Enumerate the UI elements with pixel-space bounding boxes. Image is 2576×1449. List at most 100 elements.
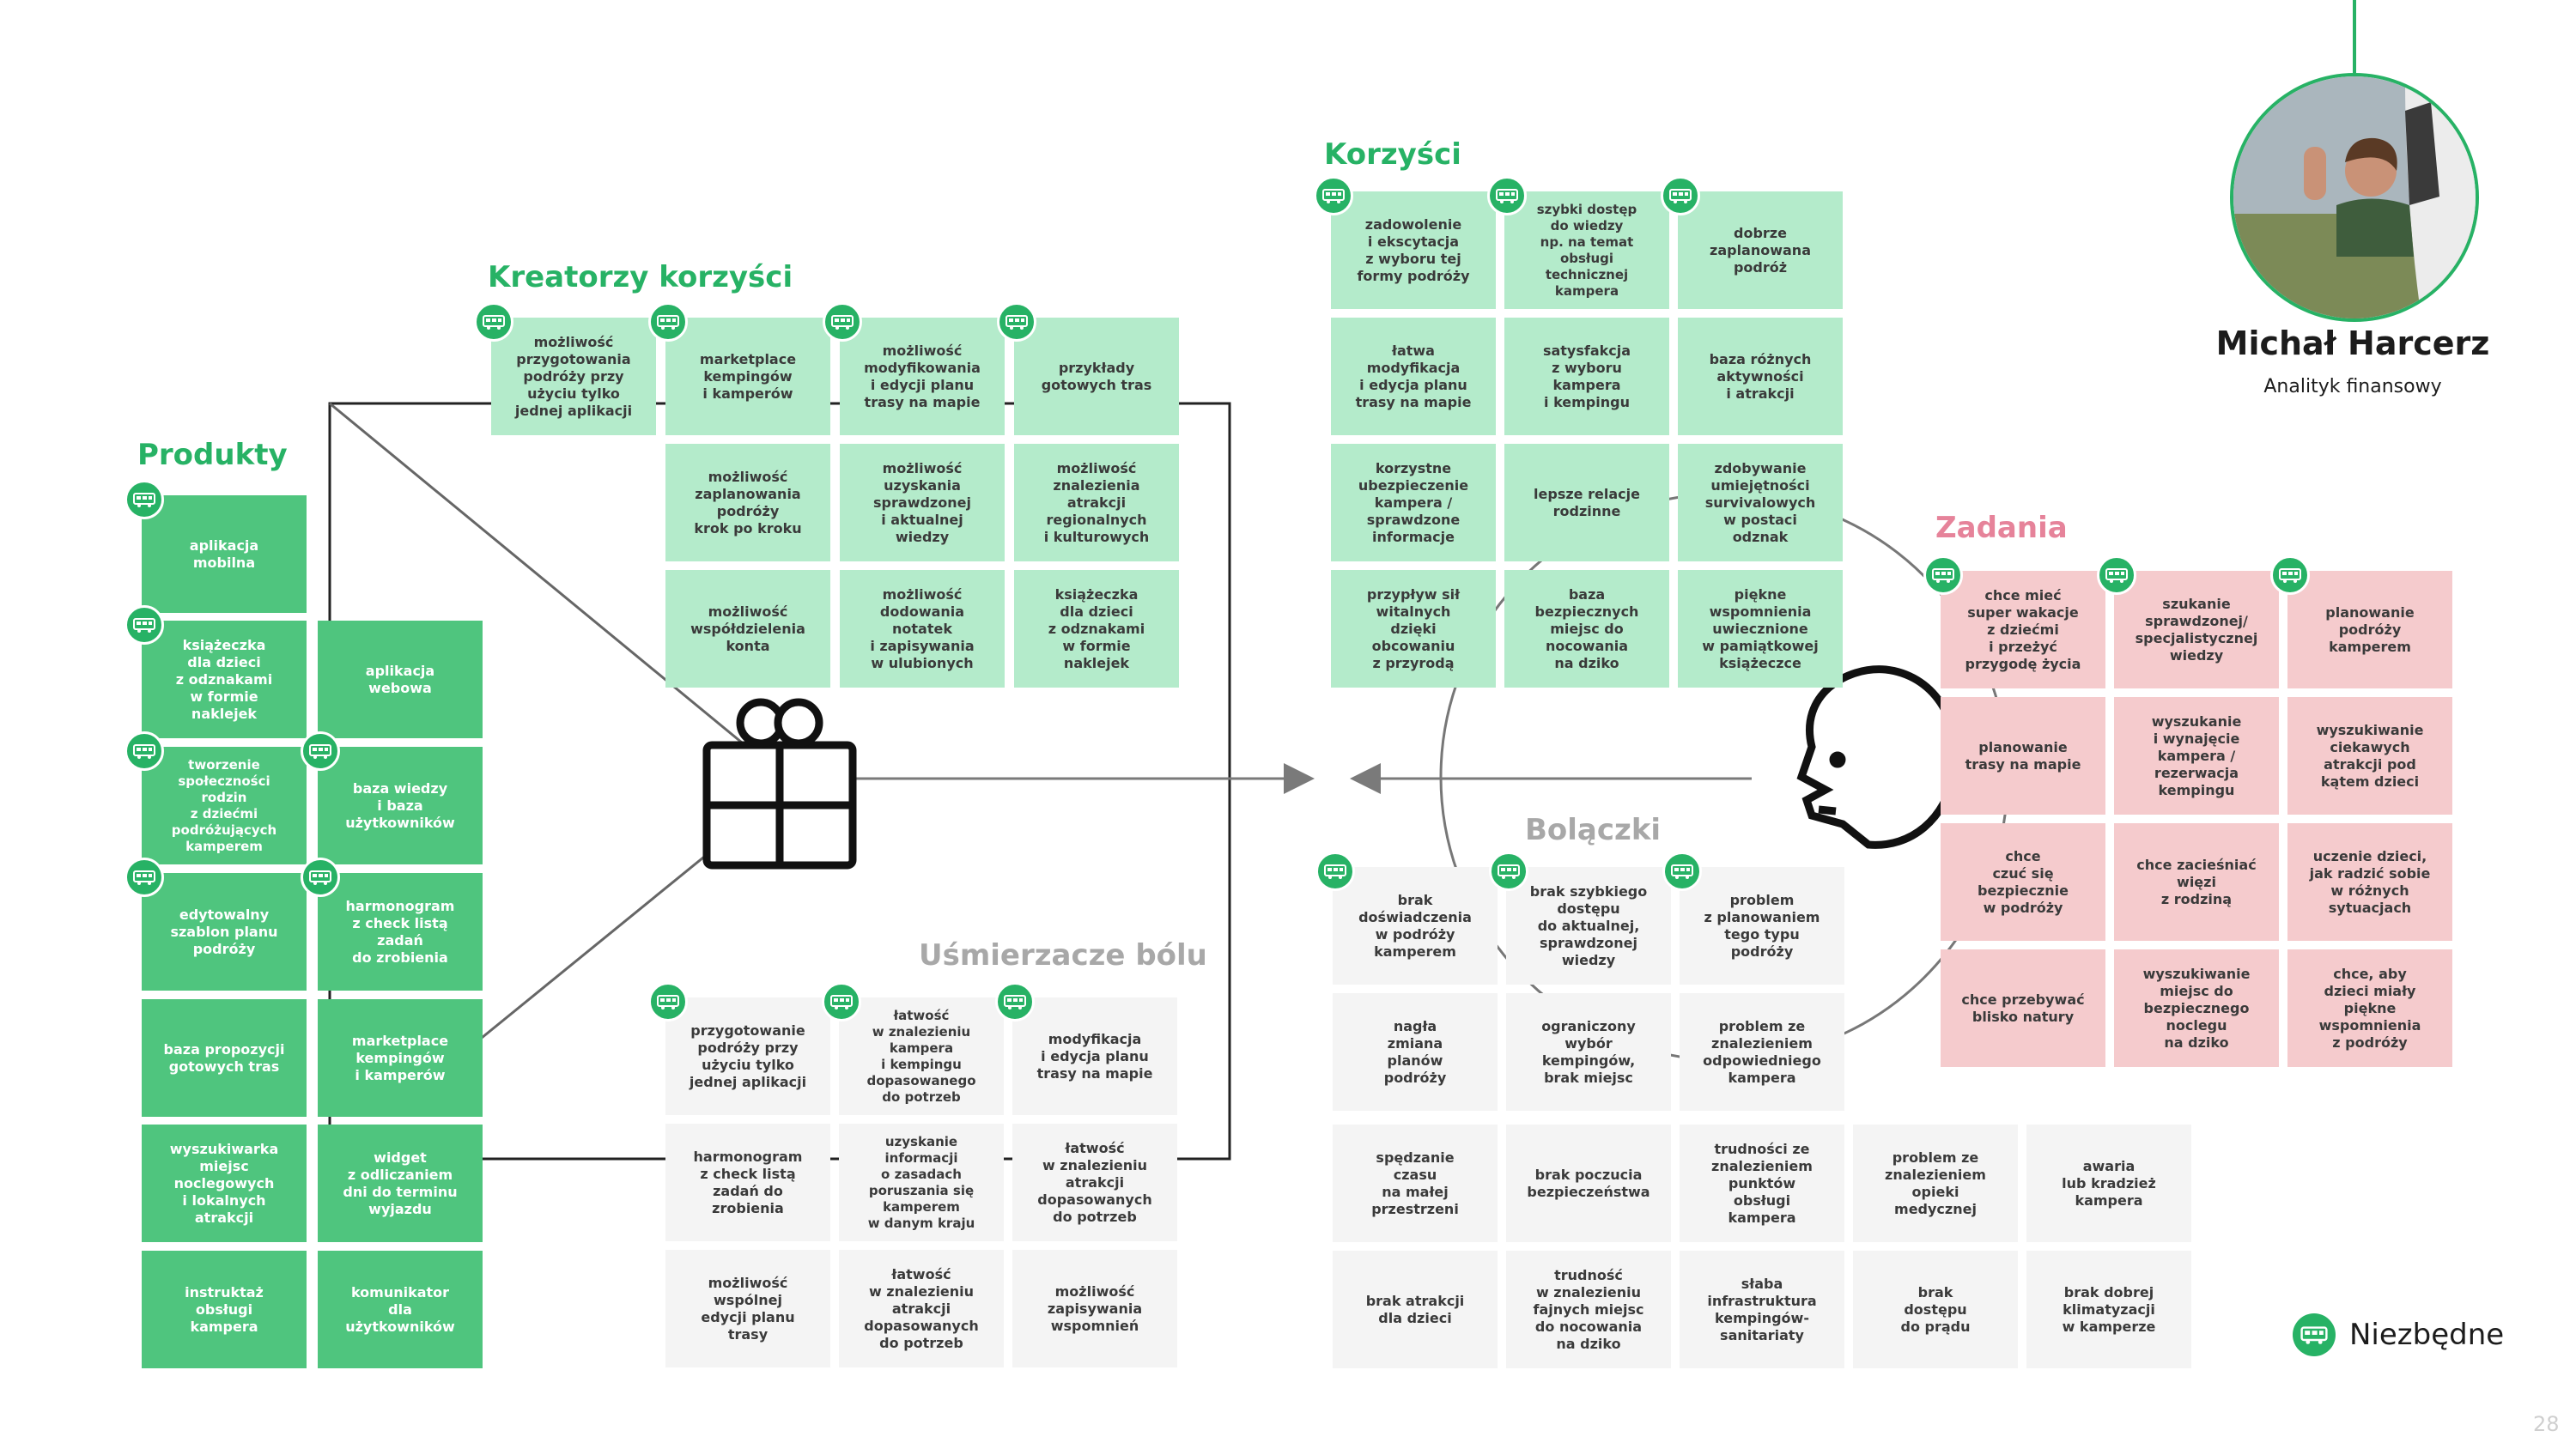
- usmierzacze-card: możliwość zapisywania wspomnień: [1012, 1250, 1177, 1367]
- korzysci-card: zdobywanie umiejętności survivalowych w …: [1678, 444, 1843, 561]
- korzysci-card: łatwa modyfikacja i edycja planu trasy n…: [1331, 318, 1496, 435]
- camper-van-icon: [474, 302, 513, 342]
- produkty-card: baza wiedzy i baza użytkowników: [318, 747, 483, 864]
- bolaczki-card: brak doświadczenia w podróży kamperem: [1333, 867, 1498, 985]
- camper-van-icon: [823, 302, 862, 342]
- produkty-card: widget z odliczaniem dni do terminu wyja…: [318, 1125, 483, 1242]
- kreatorzy-card: możliwość modyfikowania i edycji planu t…: [840, 318, 1005, 435]
- camper-van-icon: [997, 302, 1036, 342]
- usmierzacze-card: łatwość w znalezieniu atrakcji dopasowan…: [839, 1250, 1004, 1367]
- bolaczki-card: brak atrakcji dla dzieci: [1333, 1251, 1498, 1368]
- bolaczki-card: spędzanie czasu na małej przestrzeni: [1333, 1125, 1498, 1242]
- camper-van-icon: [822, 982, 861, 1022]
- face-icon: [1796, 665, 1959, 849]
- bolaczki-card: problem ze znalezieniem odpowiedniego ka…: [1680, 993, 1844, 1111]
- camper-van-icon: [2097, 555, 2136, 595]
- camper-van-icon: [1923, 555, 1963, 595]
- kreatorzy-card: możliwość przygotowania podróży przy uży…: [491, 318, 656, 435]
- kreatorzy-card: możliwość znalezienia atrakcji regionaln…: [1014, 444, 1179, 561]
- korzysci-card: dobrze zaplanowana podróż: [1678, 191, 1843, 309]
- usmierzacze-card: przygotowanie podróży przy użyciu tylko …: [665, 997, 830, 1115]
- bolaczki-card: brak szybkiego dostępu do aktualnej, spr…: [1506, 867, 1671, 985]
- usmierzacze-card: możliwość wspólnej edycji planu trasy: [665, 1250, 830, 1367]
- camper-van-icon: [995, 982, 1035, 1022]
- bolaczki-card: problem ze znalezieniem opieki medycznej: [1853, 1125, 2018, 1242]
- korzysci-card: korzystne ubezpieczenie kampera / sprawd…: [1331, 444, 1496, 561]
- camper-van-icon: [301, 858, 340, 897]
- camper-van-icon: [301, 731, 340, 771]
- zadania-card: wyszukanie i wynajęcie kampera / rezerwa…: [2114, 697, 2279, 815]
- bolaczki-card: brak poczucia bezpieczeństwa: [1506, 1125, 1671, 1242]
- kreatorzy-card: przykłady gotowych tras: [1014, 318, 1179, 435]
- camper-van-icon: [1487, 176, 1527, 215]
- avatar-photo-icon: [2233, 76, 2476, 318]
- kreatorzy-card: możliwość zaplanowania podróży krok po k…: [665, 444, 830, 561]
- usmierzacze-card: modyfikacja i edycja planu trasy na mapi…: [1012, 997, 1177, 1115]
- title-korzysci: Korzyści: [1324, 137, 1461, 172]
- title-zadania: Zadania: [1935, 511, 2068, 545]
- title-produkty: Produkty: [137, 438, 288, 472]
- produkty-card: marketplace kempingów i kamperów: [318, 999, 483, 1117]
- camper-van-icon: [2270, 555, 2310, 595]
- produkty-card: instruktaż obsługi kampera: [142, 1251, 307, 1368]
- zadania-card: chce przebywać blisko natury: [1941, 949, 2105, 1067]
- zadania-card: chce, aby dzieci miały piękne wspomnieni…: [2287, 949, 2452, 1067]
- usmierzacze-card: łatwość w znalezieniu kampera i kempingu…: [839, 997, 1004, 1115]
- zadania-card: wyszukiwanie ciekawych atrakcji pod kąte…: [2287, 697, 2452, 815]
- bolaczki-card: ograniczony wybór kempingów, brak miejsc: [1506, 993, 1671, 1111]
- bolaczki-card: słaba infrastruktura kempingów- sanitari…: [1680, 1251, 1844, 1368]
- korzysci-card: przypływ sił witalnych dzięki obcowaniu …: [1331, 570, 1496, 688]
- korzysci-card: lepsze relacje rodzinne: [1504, 444, 1669, 561]
- camper-van-icon: [648, 982, 688, 1022]
- gift-icon: [702, 698, 857, 870]
- produkty-card: wyszukiwarka miejsc noclegowych i lokaln…: [142, 1125, 307, 1242]
- camper-van-icon: [1489, 852, 1528, 891]
- korzysci-card: zadowolenie i ekscytacja z wyboru tej fo…: [1331, 191, 1496, 309]
- zadania-card: planowanie trasy na mapie: [1941, 697, 2105, 815]
- bolaczki-card: problem z planowaniem tego typu podróży: [1680, 867, 1844, 985]
- korzysci-card: baza bezpiecznych miejsc do nocowania na…: [1504, 570, 1669, 688]
- bolaczki-card: brak dostępu do prądu: [1853, 1251, 2018, 1368]
- camper-van-icon: [125, 605, 164, 645]
- legend-label: Niezbędne: [2349, 1318, 2505, 1352]
- usmierzacze-card: łatwość w znalezieniu atrakcji dopasowan…: [1012, 1124, 1177, 1241]
- produkty-card: komunikator dla użytkowników: [318, 1251, 483, 1368]
- bolaczki-card: trudności ze znalezieniem punktów obsług…: [1680, 1125, 1844, 1242]
- camper-van-icon: [125, 858, 164, 897]
- camper-van-icon: [2293, 1313, 2336, 1356]
- title-usmierzacze: Uśmierzacze bólu: [919, 938, 1207, 973]
- persona-role: Analityk finansowy: [2263, 376, 2442, 397]
- bolaczki-card: awaria lub kradzież kampera: [2026, 1125, 2191, 1242]
- zadania-card: planowanie podróży kamperem: [2287, 571, 2452, 688]
- diagonal-line-bottom: [467, 848, 714, 1051]
- legend: Niezbędne: [2293, 1313, 2504, 1356]
- camper-van-icon: [648, 302, 688, 342]
- produkty-card: tworzenie społeczności rodzin z dziećmi …: [142, 747, 307, 864]
- korzysci-card: piękne wspomnienia uwiecznione w pamiątk…: [1678, 570, 1843, 688]
- zadania-card: chce mieć super wakacje z dziećmi i prze…: [1941, 571, 2105, 688]
- zadania-card: chce czuć się bezpiecznie w podróży: [1941, 823, 2105, 941]
- produkty-card: aplikacja mobilna: [142, 495, 307, 613]
- produkty-card: aplikacja webowa: [318, 621, 483, 738]
- camper-van-icon: [1315, 852, 1355, 891]
- camper-van-icon: [1662, 852, 1702, 891]
- bolaczki-card: trudność w znalezieniu fajnych miejsc do…: [1506, 1251, 1671, 1368]
- produkty-card: książeczka dla dzieci z odznakami w form…: [142, 621, 307, 738]
- page-number: 28: [2533, 1412, 2560, 1436]
- produkty-card: harmonogram z check listą zadań do zrobi…: [318, 873, 483, 991]
- produkty-card: baza propozycji gotowych tras: [142, 999, 307, 1117]
- kreatorzy-card: możliwość dodowania notatek i zapisywani…: [840, 570, 1005, 688]
- zadania-card: uczenie dzieci, jak radzić sobie w różny…: [2287, 823, 2452, 941]
- diagonal-line-top: [329, 402, 748, 749]
- zadania-card: wyszukiwanie miejsc do bezpiecznego nocl…: [2114, 949, 2279, 1067]
- title-kreatorzy: Kreatorzy korzyści: [488, 260, 793, 294]
- usmierzacze-card: uzyskanie informacji o zasadach poruszan…: [839, 1124, 1004, 1241]
- zadania-card: chce zacieśniać więzi z rodziną: [2114, 823, 2279, 941]
- usmierzacze-card: harmonogram z check listą zadań do zrobi…: [665, 1124, 830, 1241]
- kreatorzy-card: książeczka dla dzieci z odznakami w form…: [1014, 570, 1179, 688]
- korzysci-card: satysfakcja z wyboru kampera i kempingu: [1504, 318, 1669, 435]
- zadania-card: szukanie sprawdzonej/ specjalistycznej w…: [2114, 571, 2279, 688]
- produkty-card: edytowalny szablon planu podróży: [142, 873, 307, 991]
- camper-van-icon: [125, 480, 164, 519]
- camper-van-icon: [125, 731, 164, 771]
